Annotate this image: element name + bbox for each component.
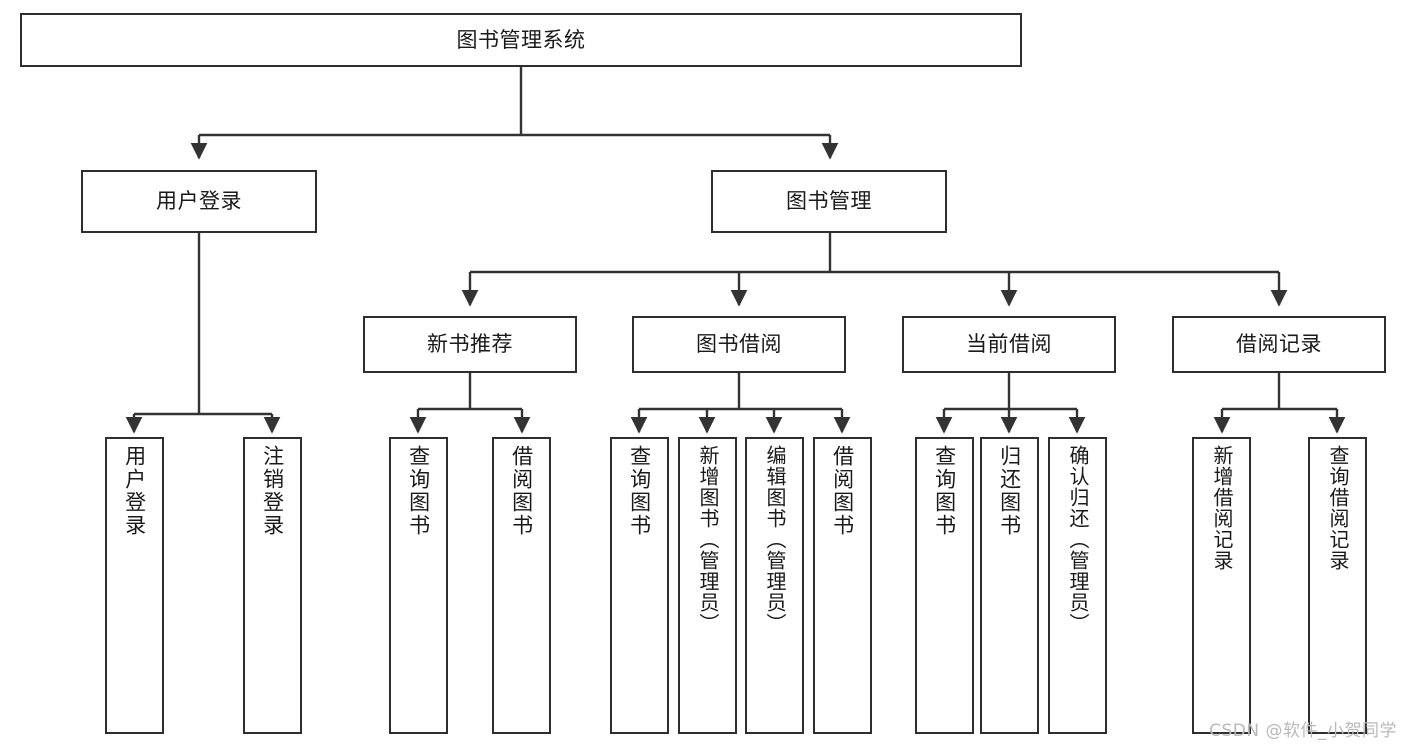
leaf-book-borrow-query-label: 查询图书 [627,445,652,537]
leaf-user-login-signout[interactable]: 注销登录 [243,437,302,734]
leaf-book-borrow-borrow-label: 借阅图书 [830,445,855,537]
leaf-borrow-record-add[interactable]: 新增借阅记录 [1192,437,1251,734]
leaf-book-borrow-edit[interactable]: 编辑图书（管理员） [745,437,804,734]
node-new-book-recommend-label: 新书推荐 [427,332,513,357]
node-new-book-recommend[interactable]: 新书推荐 [363,316,577,373]
leaf-new-book-borrow-label: 借阅图书 [509,445,534,537]
leaf-new-book-query-label: 查询图书 [406,445,431,537]
node-book-management-label: 图书管理 [786,189,872,214]
leaf-book-borrow-borrow[interactable]: 借阅图书 [813,437,872,734]
leaf-book-borrow-add[interactable]: 新增图书（管理员） [678,437,737,734]
leaf-user-login-signout-label: 注销登录 [260,445,285,537]
leaf-book-borrow-edit-label: 编辑图书（管理员） [763,445,787,634]
node-borrow-record-label: 借阅记录 [1236,332,1322,357]
node-book-management[interactable]: 图书管理 [711,170,947,233]
leaf-book-borrow-query[interactable]: 查询图书 [610,437,669,734]
node-book-borrow[interactable]: 图书借阅 [632,316,846,373]
leaf-book-borrow-add-label: 新增图书（管理员） [696,445,720,634]
leaf-borrow-record-query[interactable]: 查询借阅记录 [1308,437,1367,734]
node-user-login-label: 用户登录 [156,189,242,214]
node-current-borrow-label: 当前借阅 [966,332,1052,357]
watermark: CSDN @软件_小贺同学 [1209,721,1397,741]
node-root-label: 图书管理系统 [456,27,586,52]
node-root[interactable]: 图书管理系统 [20,13,1022,67]
node-borrow-record[interactable]: 借阅记录 [1172,316,1386,373]
node-current-borrow[interactable]: 当前借阅 [902,316,1116,373]
leaf-borrow-record-query-label: 查询借阅记录 [1326,445,1350,571]
leaf-user-login-signin-label: 用户登录 [122,445,147,537]
leaf-new-book-query[interactable]: 查询图书 [389,437,448,734]
leaf-user-login-signin[interactable]: 用户登录 [105,437,164,734]
leaf-borrow-record-add-label: 新增借阅记录 [1210,445,1234,571]
leaf-current-borrow-return[interactable]: 归还图书 [980,437,1039,734]
node-user-login[interactable]: 用户登录 [81,170,317,233]
leaf-current-borrow-query-label: 查询图书 [932,445,957,537]
node-book-borrow-label: 图书借阅 [696,332,782,357]
leaf-new-book-borrow[interactable]: 借阅图书 [492,437,551,734]
leaf-current-borrow-return-label: 归还图书 [997,445,1022,537]
leaf-current-borrow-confirm[interactable]: 确认归还（管理员） [1048,437,1107,734]
leaf-current-borrow-query[interactable]: 查询图书 [915,437,974,734]
leaf-current-borrow-confirm-label: 确认归还（管理员） [1066,445,1090,634]
